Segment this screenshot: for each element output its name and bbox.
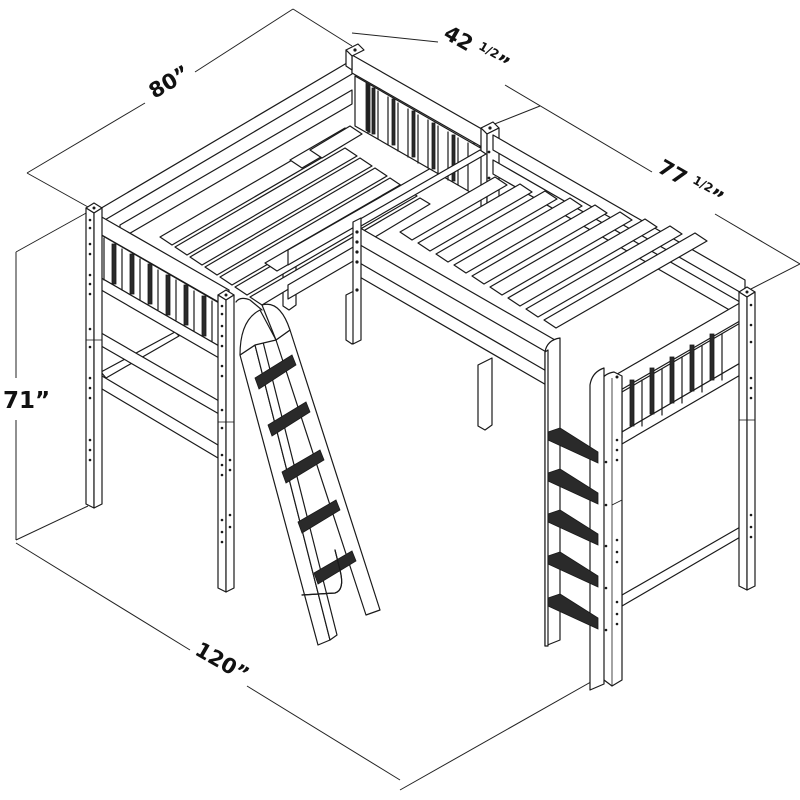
dimension-71-label: 71” (0, 390, 54, 413)
ladder-steps-vertical (547, 427, 599, 630)
center-post (352, 217, 362, 345)
right-bed-slats (399, 176, 708, 329)
dimension-lines (15, 8, 800, 791)
angled-ladder (235, 297, 381, 646)
left-posts (85, 202, 235, 593)
right-bed-deck (354, 134, 746, 391)
headboard-slats-left (103, 237, 213, 342)
right-headboard (611, 299, 746, 607)
ladder-steps-angled (254, 354, 357, 585)
vertical-ladder (544, 337, 605, 691)
left-headboard (92, 211, 230, 419)
left-bed-deck (97, 59, 481, 306)
